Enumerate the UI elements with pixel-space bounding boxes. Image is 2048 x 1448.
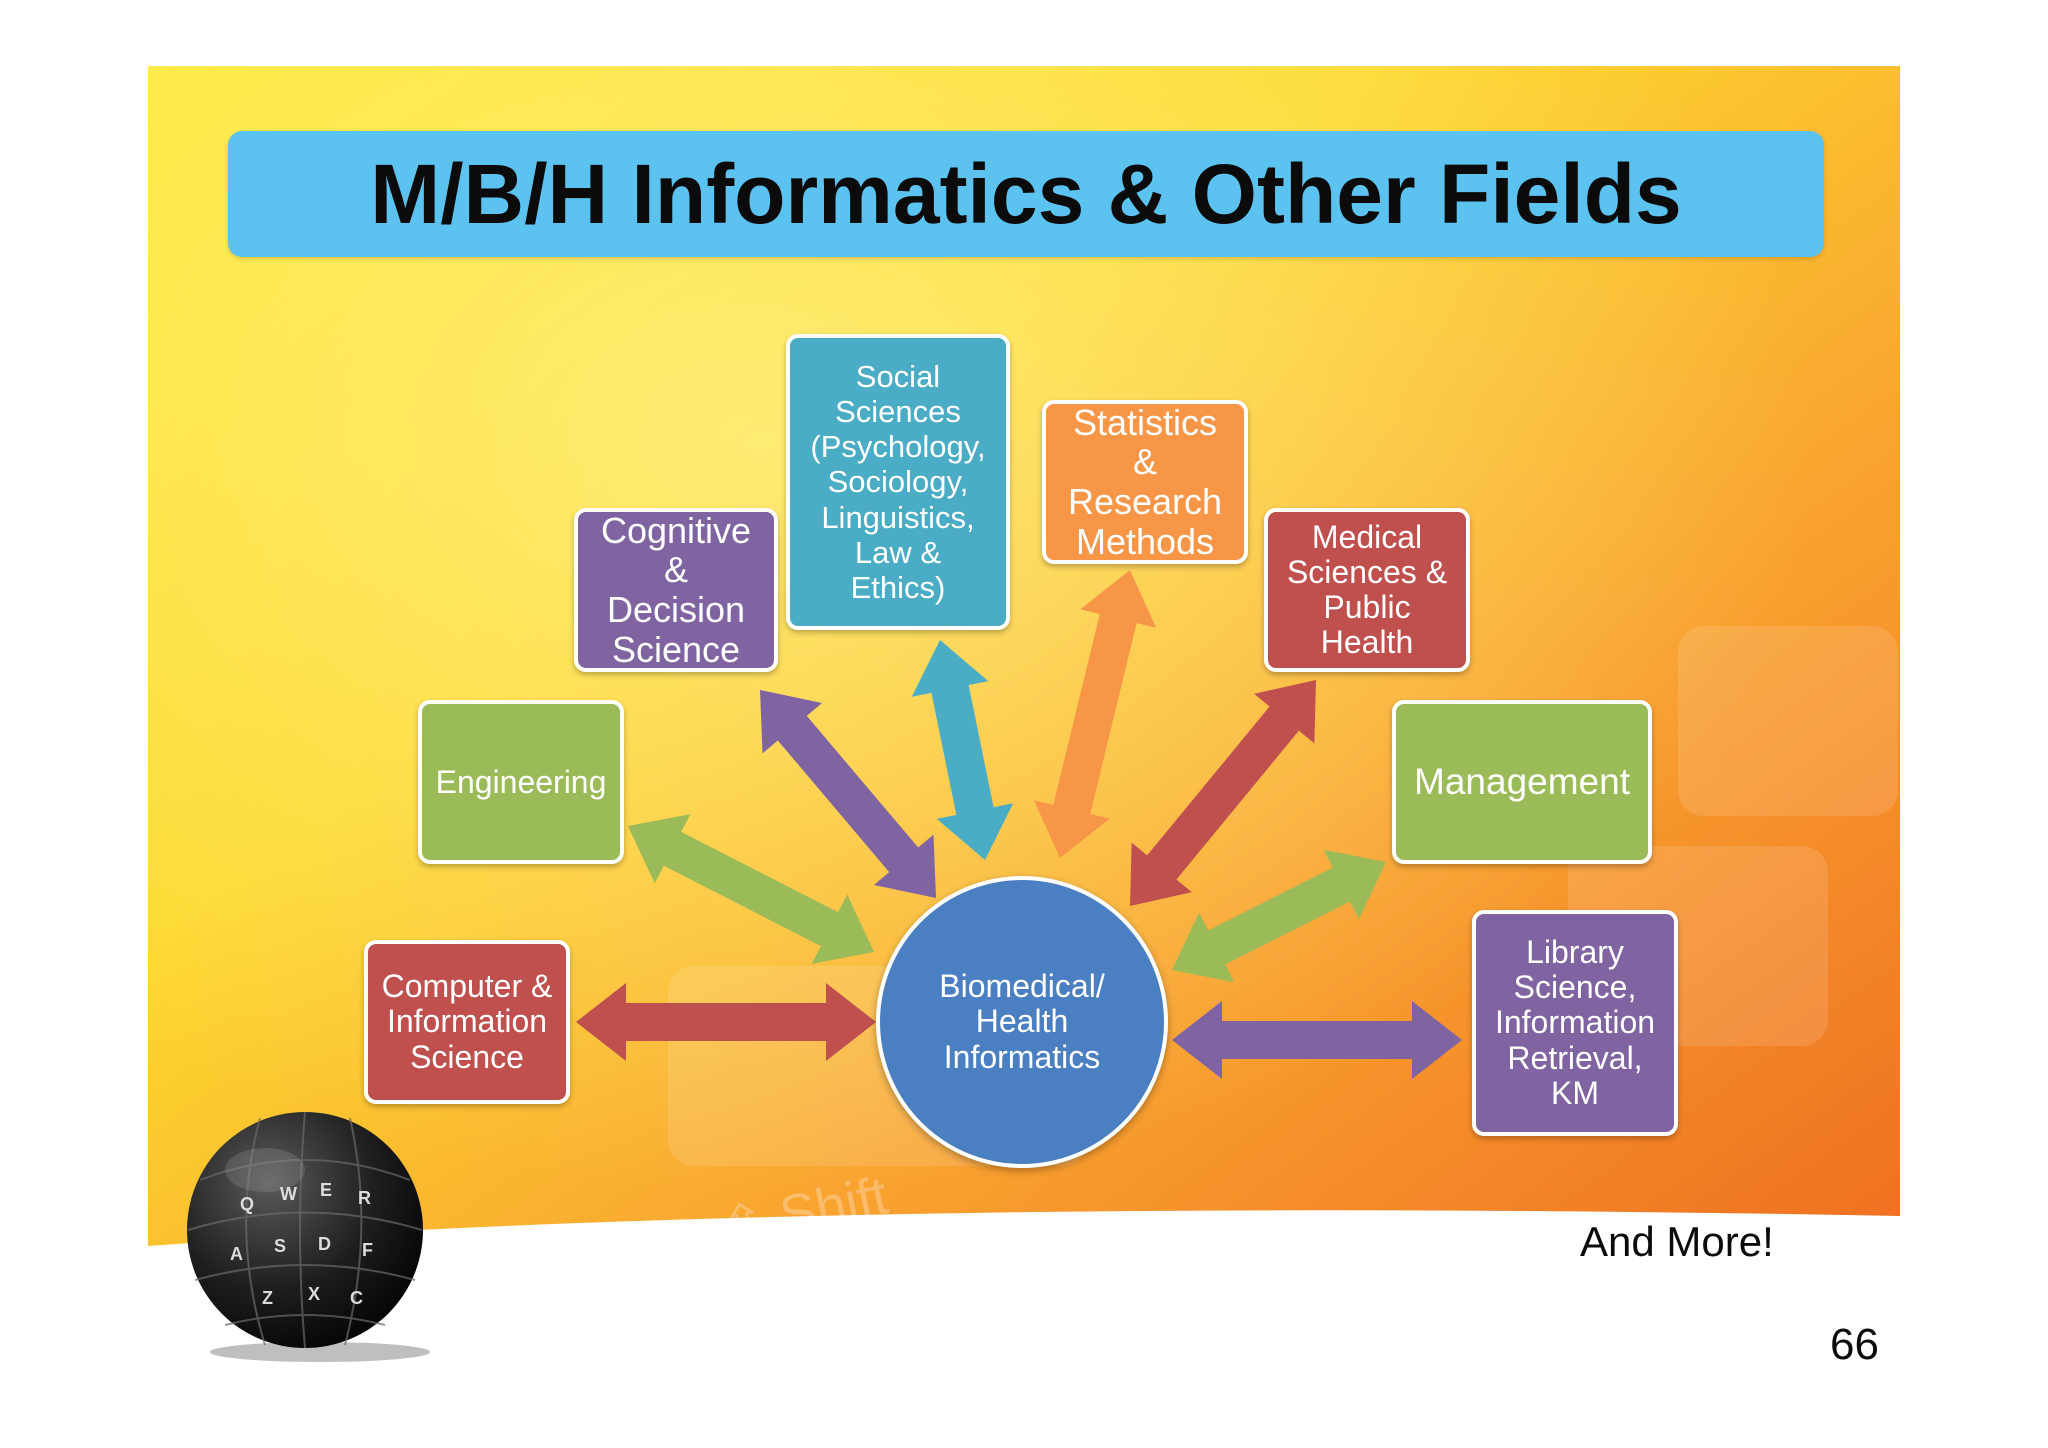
keyboard-globe-icon: Q W E R A S D F Z X C: [187, 1111, 430, 1362]
title-bar: M/B/H Informatics & Other Fields: [228, 131, 1824, 257]
node-computer-information-science: Computer & Information Science: [364, 940, 570, 1104]
node-social-sciences-label: Social Sciences (Psychology, Sociology, …: [810, 359, 986, 605]
arrow-hub-to-library: [1172, 1001, 1462, 1079]
and-more-note: And More!: [1580, 1218, 1774, 1265]
svg-text:Q: Q: [240, 1194, 254, 1214]
node-statistics-research-methods: Statistics & Research Methods: [1042, 400, 1248, 564]
node-cognitive-label: Cognitive & Decision Science: [600, 509, 752, 670]
svg-text:C: C: [350, 1288, 363, 1308]
svg-text:X: X: [308, 1284, 320, 1304]
svg-text:R: R: [358, 1188, 371, 1208]
arrow-hub-to-social: [911, 639, 1014, 860]
svg-text:D: D: [318, 1234, 331, 1254]
hub-label: Biomedical/ Health Informatics: [939, 968, 1105, 1075]
node-library-science: Library Science, Information Retrieval, …: [1472, 910, 1678, 1136]
page-number: 66: [1830, 1320, 1879, 1369]
node-statistics-label: Statistics & Research Methods: [1067, 401, 1223, 562]
hub-biomedical-health-informatics: Biomedical/ Health Informatics: [876, 876, 1168, 1168]
arrow-hub-to-statistics: [1033, 569, 1157, 858]
arrow-hub-to-management: [1172, 849, 1387, 983]
svg-text:F: F: [362, 1240, 373, 1260]
slide-title: M/B/H Informatics & Other Fields: [370, 146, 1682, 241]
svg-text:E: E: [320, 1180, 332, 1200]
arrow-hub-to-cognitive: [759, 689, 936, 898]
node-medical-label: Medical Sciences & Public Health: [1286, 518, 1448, 661]
node-social-sciences: Social Sciences (Psychology, Sociology, …: [786, 334, 1010, 630]
arrow-hub-to-medical: [1130, 680, 1316, 906]
svg-text:Z: Z: [262, 1288, 273, 1308]
node-library-label: Library Science, Information Retrieval, …: [1494, 934, 1656, 1111]
node-engineering-label: Engineering: [435, 763, 607, 800]
node-engineering: Engineering: [418, 700, 624, 864]
node-medical-sciences-public-health: Medical Sciences & Public Health: [1264, 508, 1470, 672]
node-management: Management: [1392, 700, 1652, 864]
arrow-hub-to-engineering: [628, 814, 874, 964]
node-computer-label: Computer & Information Science: [381, 968, 553, 1075]
node-cognitive-decision-science: Cognitive & Decision Science: [574, 508, 778, 672]
svg-text:A: A: [230, 1244, 243, 1264]
svg-text:S: S: [274, 1236, 286, 1256]
svg-text:W: W: [280, 1184, 297, 1204]
slide-background: [148, 66, 1900, 1320]
node-management-label: Management: [1414, 761, 1630, 802]
arrow-hub-to-computer: [576, 983, 876, 1061]
